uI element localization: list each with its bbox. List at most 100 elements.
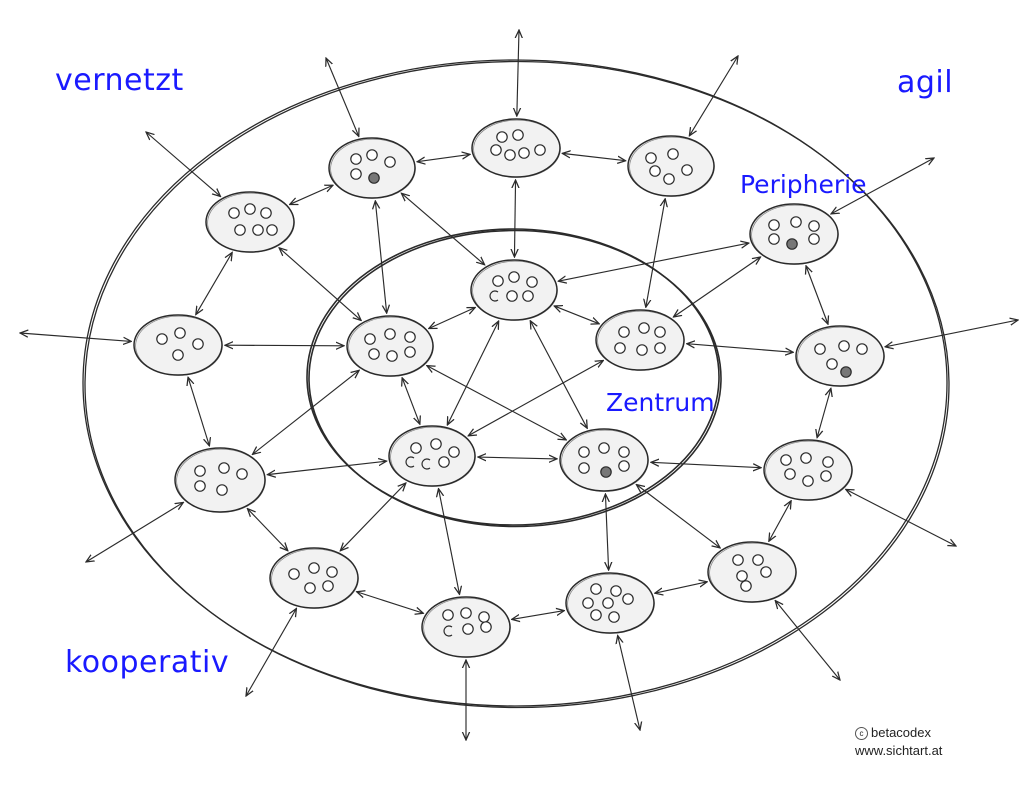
member <box>622 593 634 605</box>
member <box>350 168 362 180</box>
cell-outline-sketch <box>348 316 434 377</box>
member <box>740 580 752 592</box>
member <box>638 322 650 334</box>
outward-connection-peripherie-top-right <box>689 56 738 136</box>
connection-zentrum-top-to-zentrum-right <box>554 306 599 324</box>
connection-peripherie-left-lower-to-peripherie-bottom-left <box>247 509 287 551</box>
member <box>252 224 264 236</box>
credit-owner: betacodex <box>871 725 931 740</box>
outward-connection-peripherie-bottom-center <box>618 636 640 730</box>
member <box>582 597 594 609</box>
member <box>808 233 820 245</box>
member <box>526 276 538 288</box>
member <box>304 582 316 594</box>
member <box>438 456 450 468</box>
cell-outline <box>174 447 266 513</box>
member <box>667 148 679 160</box>
member <box>636 344 648 356</box>
member <box>826 358 838 370</box>
member <box>800 452 812 464</box>
cell-zentrum-top <box>470 259 558 321</box>
cell-peripherie-right-middle <box>795 325 885 387</box>
cell-outline-sketch <box>751 204 839 265</box>
connection-zentrum-bottom-left-to-zentrum-bottom-right <box>478 457 557 459</box>
member-partial <box>405 456 415 468</box>
connection-peripherie-bottom-right-to-peripherie-right-lower <box>769 501 791 542</box>
member <box>442 609 454 621</box>
cell-outline <box>133 314 223 376</box>
outward-connection-peripherie-left-upper <box>146 132 221 196</box>
connection-zentrum-right-to-zentrum-bottom-left <box>468 360 603 435</box>
connection-peripherie-left-lower-to-zentrum-bottom-left <box>267 461 386 474</box>
cell-zentrum-right <box>595 309 685 371</box>
member <box>192 338 204 350</box>
member-partial <box>489 290 499 302</box>
connection-peripherie-top-left-to-zentrum-top <box>401 193 484 265</box>
cell-outline <box>471 118 561 178</box>
member <box>410 442 422 454</box>
connection-peripherie-right-lower-to-peripherie-right-middle <box>817 388 831 437</box>
member-partial <box>443 625 453 637</box>
cell-peripherie-right-upper <box>749 203 839 265</box>
cell-outline-sketch <box>567 573 655 634</box>
connection-peripherie-right-lower-to-zentrum-bottom-right <box>651 462 761 467</box>
cell-outline-sketch <box>629 136 715 197</box>
member <box>838 340 850 352</box>
member <box>522 290 534 302</box>
member <box>404 331 416 343</box>
cell-outline-sketch <box>472 260 558 321</box>
member <box>578 462 590 474</box>
connection-peripherie-bottom-to-zentrum-bottom-left <box>438 489 459 595</box>
member <box>590 583 602 595</box>
member <box>534 144 546 156</box>
connection-peripherie-top-right-to-zentrum-right <box>646 199 665 308</box>
member <box>681 164 693 176</box>
label-kooperativ: kooperativ <box>65 645 230 680</box>
member <box>216 484 228 496</box>
connection-peripherie-top-to-peripherie-top-right <box>562 153 625 160</box>
cell-outline <box>269 547 359 609</box>
member <box>430 438 442 450</box>
member <box>780 454 792 466</box>
member <box>236 468 248 480</box>
cell-peripherie-bottom-left <box>269 547 359 609</box>
member <box>618 460 630 472</box>
cell-outline-sketch <box>176 448 266 513</box>
cell-outline <box>205 191 295 253</box>
member <box>244 203 256 215</box>
connection-zentrum-top-to-zentrum-left <box>429 308 475 329</box>
cell-outline-sketch <box>561 429 649 492</box>
member <box>618 446 630 458</box>
member <box>368 348 380 360</box>
cell-outline <box>346 315 434 377</box>
connection-peripherie-right-upper-to-zentrum-top <box>558 243 749 281</box>
member <box>384 156 396 168</box>
connection-peripherie-top-left-to-zentrum-left <box>375 201 386 313</box>
connection-peripherie-right-middle-to-zentrum-right <box>687 344 794 353</box>
cell-outline <box>707 541 797 603</box>
connection-peripherie-right-middle-to-peripherie-right-upper <box>806 266 828 324</box>
member <box>508 271 520 283</box>
credit-website: www.sichtart.at <box>855 743 943 758</box>
cell-zentrum-bottom-right <box>559 428 649 492</box>
cell-outline-sketch <box>765 440 853 501</box>
cell-outline <box>595 309 685 371</box>
cell-outline-sketch <box>709 542 797 603</box>
connection-peripherie-left-middle-to-peripherie-left-lower <box>188 377 209 446</box>
label-peripherie: Peripherie <box>740 170 867 199</box>
outward-connection-peripherie-top-left <box>326 58 359 136</box>
member <box>768 233 780 245</box>
member <box>490 144 502 156</box>
cell-outline-sketch <box>797 326 885 387</box>
member <box>856 343 868 355</box>
cell-outline-sketch <box>423 597 511 658</box>
cell-outline-sketch <box>330 138 416 199</box>
connection-peripherie-left-lower-to-zentrum-left <box>252 370 359 454</box>
cell-outline-sketch <box>271 548 359 609</box>
member <box>308 562 320 574</box>
member <box>404 346 416 358</box>
member <box>808 220 820 232</box>
cell-peripherie-left-middle <box>133 314 223 376</box>
cell-peripherie-bottom <box>421 596 511 658</box>
